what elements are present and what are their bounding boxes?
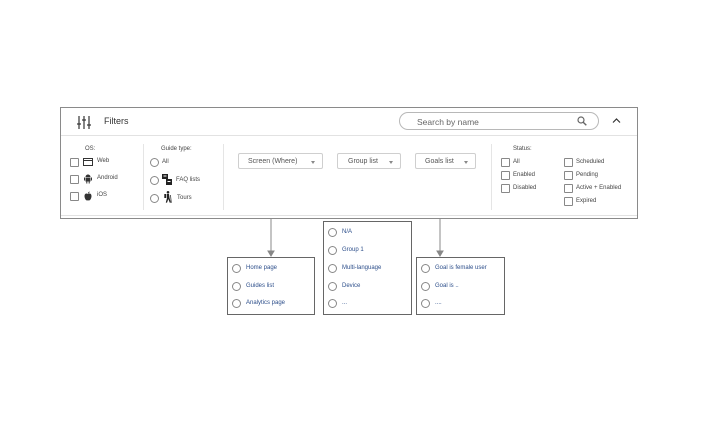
filters-title: Filters [104, 116, 129, 126]
option-label: Group 1 [342, 247, 364, 253]
group-options-list: N/A Group 1 Multi-language Device ... [323, 221, 412, 315]
search-input[interactable]: Search by name [399, 112, 599, 130]
option-label: Goal is female user [435, 265, 487, 271]
option-radio[interactable] [421, 264, 430, 273]
list-item[interactable]: Multi-language [324, 264, 411, 276]
option-radio[interactable] [232, 299, 241, 308]
list-item[interactable]: Home page [228, 264, 314, 276]
list-item[interactable]: Device [324, 282, 411, 294]
list-item[interactable]: Goal is female user [417, 264, 504, 276]
list-item[interactable]: .... [417, 299, 504, 311]
search-icon[interactable] [577, 116, 587, 126]
option-radio[interactable] [328, 282, 337, 291]
guide-tours-label: Tours [177, 195, 192, 201]
status-label: Status: [513, 146, 532, 152]
status-expired-label: Expired [576, 198, 597, 204]
group-dropdown-label: Group list [348, 158, 378, 165]
guide-all-radio[interactable] [150, 158, 159, 167]
os-web-label: Web [97, 158, 110, 164]
screen-dropdown-label: Screen (Where) [248, 158, 298, 165]
status-disabled-label: Disabled [513, 185, 537, 191]
option-label: Goal is .. [435, 283, 459, 289]
divider [491, 144, 492, 210]
status-expired-checkbox[interactable] [564, 197, 573, 206]
screen-dropdown[interactable]: Screen (Where) [238, 153, 323, 169]
os-ios-checkbox[interactable] [70, 192, 79, 201]
status-all-checkbox[interactable] [501, 158, 510, 167]
option-label: Multi-language [342, 265, 382, 271]
sliders-icon[interactable] [77, 116, 91, 129]
guide-faq-label: FAQ lists [176, 177, 201, 183]
list-item[interactable]: Goal is .. [417, 282, 504, 294]
list-item[interactable]: Group 1 [324, 246, 411, 258]
status-active-enabled-checkbox[interactable] [564, 184, 573, 193]
guide-all-label: All [162, 159, 169, 165]
option-radio[interactable] [232, 264, 241, 273]
option-label: Analytics page [246, 300, 286, 306]
option-radio[interactable] [328, 299, 337, 308]
option-label: N/A [342, 229, 353, 235]
chevron-up-icon[interactable] [612, 117, 621, 124]
os-android-label: Android [97, 175, 118, 181]
option-label: Device [342, 283, 361, 289]
browser-window-icon [83, 158, 93, 166]
option-label: ... [342, 300, 348, 306]
status-enabled-label: Enabled [513, 172, 536, 178]
status-pending-checkbox[interactable] [564, 171, 573, 180]
search-placeholder: Search by name [417, 117, 479, 127]
screen-connector-arrow [267, 250, 275, 257]
option-radio[interactable] [232, 282, 241, 291]
option-label: Guides list [246, 283, 275, 289]
guide-type-label: Guide type: [161, 146, 192, 152]
option-radio[interactable] [328, 228, 337, 237]
faq-icon [162, 174, 172, 185]
status-enabled-checkbox[interactable] [501, 171, 510, 180]
list-item[interactable]: Guides list [228, 282, 314, 294]
option-radio[interactable] [328, 264, 337, 273]
goals-connector-arrow [436, 250, 444, 257]
panel-bottom-rule [61, 215, 637, 216]
caret-down-icon [389, 161, 393, 164]
goals-dropdown[interactable]: Goals list [415, 153, 476, 169]
list-item[interactable]: ... [324, 299, 411, 311]
filters-header: Filters Search by name [61, 108, 637, 136]
caret-down-icon [311, 161, 315, 164]
list-item[interactable]: N/A [324, 228, 411, 240]
option-radio[interactable] [328, 246, 337, 255]
goal-options-list: Goal is female user Goal is .. .... [416, 257, 505, 315]
guide-faq-radio[interactable] [150, 176, 159, 185]
screen-options-list: Home page Guides list Analytics page [227, 257, 315, 315]
status-scheduled-label: Scheduled [576, 159, 605, 165]
apple-icon [84, 191, 92, 201]
group-dropdown[interactable]: Group list [337, 153, 401, 169]
option-label: Home page [246, 265, 278, 271]
guide-tours-radio[interactable] [150, 194, 159, 203]
os-ios-label: iOS [97, 192, 108, 198]
caret-down-icon [464, 161, 468, 164]
status-pending-label: Pending [576, 172, 599, 178]
filters-panel: Filters Search by name OS: Web Android [60, 107, 638, 219]
option-radio[interactable] [421, 299, 430, 308]
option-radio[interactable] [421, 282, 430, 291]
divider [143, 144, 144, 210]
status-active-enabled-label: Active + Enabled [576, 185, 622, 191]
hiker-icon [164, 191, 172, 203]
os-android-checkbox[interactable] [70, 175, 79, 184]
os-web-checkbox[interactable] [70, 158, 79, 167]
goals-dropdown-label: Goals list [425, 158, 454, 165]
os-label: OS: [85, 146, 96, 152]
list-item[interactable]: Analytics page [228, 299, 314, 311]
status-all-label: All [513, 159, 520, 165]
android-icon [84, 174, 92, 184]
divider [223, 144, 224, 210]
status-disabled-checkbox[interactable] [501, 184, 510, 193]
option-label: .... [435, 300, 442, 306]
status-scheduled-checkbox[interactable] [564, 158, 573, 167]
